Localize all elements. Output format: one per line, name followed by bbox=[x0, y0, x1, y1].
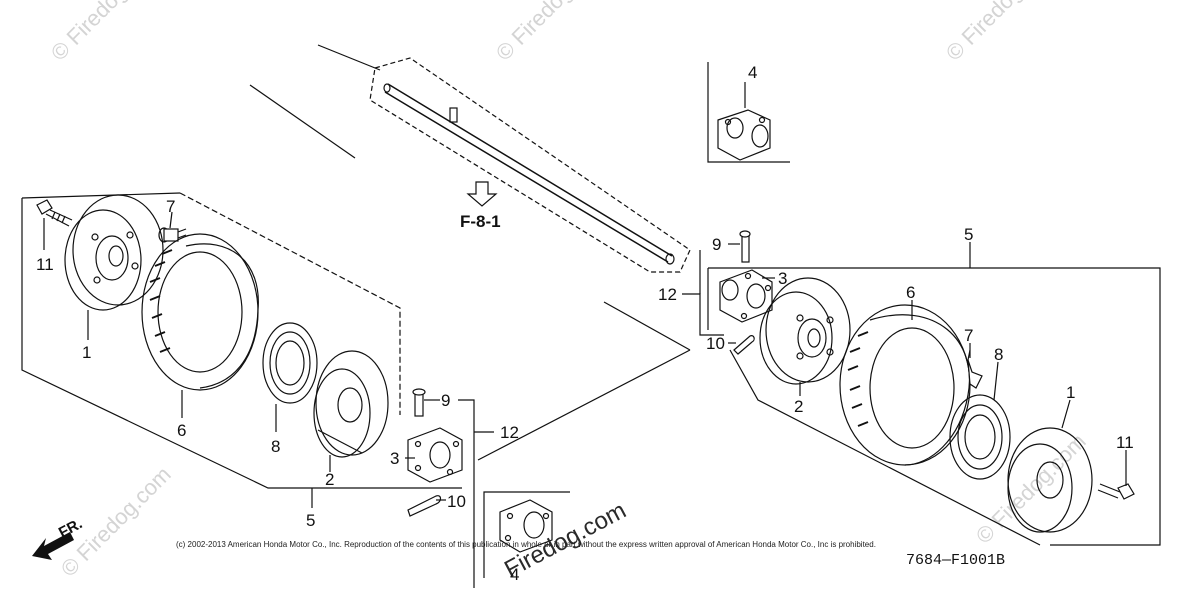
axle-shaft-group bbox=[249, 44, 691, 273]
right-top-bracket-4 bbox=[707, 62, 790, 163]
axle-shaft-end bbox=[665, 253, 675, 265]
callout-right-5: 5 bbox=[964, 225, 973, 244]
copyright-notice: (c) 2002-2013 American Honda Motor Co., … bbox=[176, 540, 876, 549]
callout-right-1: 1 bbox=[1066, 383, 1075, 402]
right-cotter-10 bbox=[733, 335, 755, 355]
right-hub-2 bbox=[759, 277, 851, 385]
right-seal-8 bbox=[949, 394, 1011, 480]
left-assembly-top-edge bbox=[21, 192, 181, 199]
left-bracket-3 bbox=[407, 427, 463, 483]
right-bolt-11 bbox=[1097, 483, 1135, 500]
callout-right-11: 11 bbox=[1116, 433, 1134, 452]
right-pin-9 bbox=[739, 230, 751, 263]
watermark-layer: © Firedog.com © Firedog.com © Firedog.co… bbox=[46, 0, 1091, 582]
callout-left-2: 2 bbox=[325, 470, 334, 489]
left-tire-6 bbox=[141, 233, 259, 391]
callout-left-4: 4 bbox=[510, 565, 519, 584]
left-assembly-outline bbox=[21, 198, 462, 489]
bracket-4-frame bbox=[483, 491, 570, 578]
left-pin-9 bbox=[412, 388, 426, 417]
right-tire-6 bbox=[839, 304, 971, 466]
callout-right-8: 8 bbox=[994, 345, 1003, 364]
leader-line bbox=[1061, 399, 1071, 429]
left-rim-2 bbox=[313, 350, 389, 458]
watermark-top-left: © Firedog.com bbox=[46, 0, 166, 66]
right-rim-1 bbox=[1007, 427, 1093, 533]
callout-left-5: 5 bbox=[306, 511, 315, 530]
reference-label: F-8-1 bbox=[460, 212, 501, 231]
watermark-top-right: © Firedog.com bbox=[941, 0, 1061, 66]
callout-left-3: 3 bbox=[390, 449, 399, 468]
leader-line bbox=[317, 44, 381, 71]
callout-right-2: 2 bbox=[794, 397, 803, 416]
leader-line bbox=[603, 301, 691, 351]
callout-right-10: 10 bbox=[706, 334, 725, 353]
leader-line bbox=[458, 399, 475, 588]
front-arrow-icon bbox=[32, 532, 74, 560]
callout-left-7: 7 bbox=[166, 197, 175, 216]
left-seal-8 bbox=[262, 322, 318, 404]
left-hub-1 bbox=[64, 194, 164, 311]
axle-key-pin bbox=[449, 107, 458, 123]
callout-left-1: 1 bbox=[82, 343, 91, 362]
callout-right-12: 12 bbox=[658, 285, 677, 304]
center-bracket-4 bbox=[483, 491, 570, 578]
callout-right-9: 9 bbox=[712, 235, 721, 254]
callout-right-7: 7 bbox=[964, 326, 973, 345]
axle-shaft-upper bbox=[387, 83, 673, 257]
diagram-code: 7684—F1001B bbox=[906, 552, 1006, 569]
callout-left-10: 10 bbox=[447, 492, 466, 511]
right-callouts: 4 5 9 3 12 10 6 7 8 2 1 11 bbox=[658, 63, 1134, 452]
axle-shaft-end bbox=[383, 83, 391, 93]
callout-left-9: 9 bbox=[441, 391, 450, 410]
callout-left-12: 12 bbox=[500, 423, 519, 442]
left-assembly-outline-dashed bbox=[179, 192, 401, 415]
callout-left-8: 8 bbox=[271, 437, 280, 456]
callout-right-6: 6 bbox=[906, 283, 915, 302]
left-callouts: 11 1 7 6 8 2 5 9 3 10 12 4 bbox=[36, 197, 519, 584]
leader-line bbox=[993, 361, 999, 401]
callout-left-6: 6 bbox=[177, 421, 186, 440]
right-bracket-3 bbox=[719, 269, 773, 323]
left-wheel-assembly bbox=[21, 192, 691, 588]
watermark-top-center: © Firedog.com bbox=[491, 0, 611, 66]
left-bolt-11 bbox=[36, 199, 73, 227]
right-assembly-outline bbox=[708, 267, 1161, 546]
reference-arrow: F-8-1 bbox=[460, 181, 501, 231]
callout-right-3: 3 bbox=[778, 269, 787, 288]
axle-outline-dashed bbox=[369, 57, 691, 273]
axle-shaft-lower bbox=[384, 91, 669, 263]
leader-line bbox=[682, 293, 724, 336]
callout-right-4: 4 bbox=[748, 63, 757, 82]
left-valve-7 bbox=[158, 227, 187, 243]
leader-line bbox=[477, 349, 691, 461]
right-wheel-assembly bbox=[682, 62, 1161, 546]
down-arrow-icon bbox=[466, 181, 498, 207]
right-assembly-lower-edge bbox=[729, 349, 1041, 546]
leader-line bbox=[249, 84, 356, 159]
callout-left-11: 11 bbox=[36, 255, 54, 274]
left-cotter-10 bbox=[407, 495, 442, 517]
leader-line bbox=[169, 211, 173, 229]
